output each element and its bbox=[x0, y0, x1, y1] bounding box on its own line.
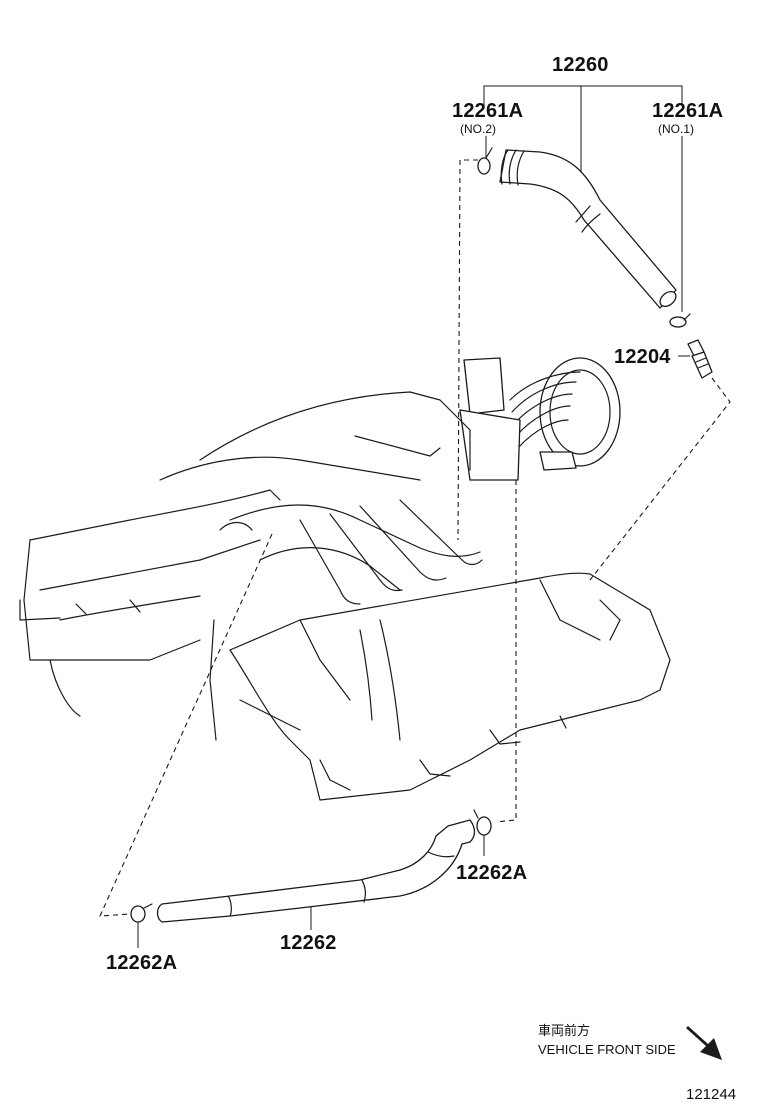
callout-12262: 12262 bbox=[280, 932, 337, 954]
intake-manifold bbox=[159, 391, 483, 605]
throttle-body bbox=[459, 357, 621, 481]
callout-12261a-no1-sub: (NO.1) bbox=[658, 122, 694, 136]
right-head-cover bbox=[209, 572, 671, 801]
callout-12261a-no2-sub: (NO.2) bbox=[460, 122, 496, 136]
pcv-valve-shape bbox=[687, 339, 713, 379]
direction-note-japanese: 車両前方 bbox=[538, 1023, 591, 1038]
clip-lower-right-shape bbox=[473, 809, 492, 836]
callout-12262a-left: 12262A bbox=[106, 952, 178, 974]
pcv-hose-lower bbox=[156, 819, 476, 923]
callout-12204: 12204 bbox=[614, 346, 671, 368]
callout-12261a-no1: 12261A bbox=[652, 100, 724, 122]
clip-no2-shape bbox=[477, 147, 493, 175]
callout-12260: 12260 bbox=[552, 54, 609, 76]
callout-leaders bbox=[137, 85, 690, 948]
direction-note-english: VEHICLE FRONT SIDE bbox=[538, 1042, 676, 1057]
callout-12262a-right: 12262A bbox=[456, 862, 528, 884]
pcv-hose-upper bbox=[499, 149, 677, 309]
clip-no1-shape bbox=[669, 313, 691, 328]
clip-lower-left-shape bbox=[130, 903, 153, 923]
vehicle-front-arrow-icon bbox=[686, 1026, 722, 1060]
drawing-number: 121244 bbox=[686, 1086, 737, 1103]
dashed-connection-lines bbox=[99, 159, 731, 917]
callout-12261a-no2: 12261A bbox=[452, 100, 524, 122]
left-head-cover bbox=[19, 489, 281, 717]
